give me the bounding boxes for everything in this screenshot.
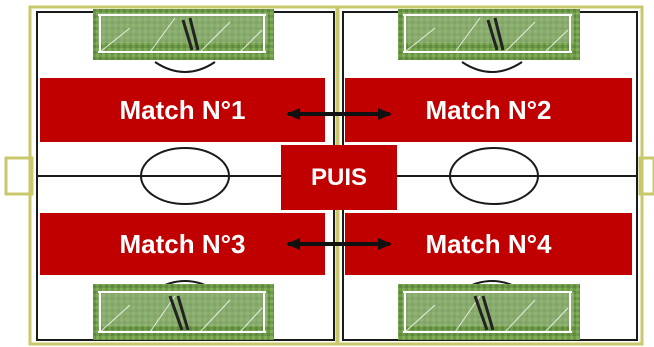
center-circle-left (140, 147, 230, 205)
match-3-label: Match N°3 (119, 228, 246, 259)
puis-box: PUIS (281, 145, 397, 210)
match-4-banner: Match N°4 (345, 213, 632, 275)
goal-net-icon (93, 284, 274, 340)
goal-net-icon (93, 9, 274, 60)
match-3-banner: Match N°3 (40, 213, 325, 275)
match-1-banner: Match N°1 (40, 78, 325, 142)
puis-label: PUIS (310, 163, 367, 191)
match-4-label: Match N°4 (425, 228, 552, 259)
side-goal-left (4, 156, 34, 196)
center-circle-right (449, 147, 539, 205)
penalty-arc-top-left (154, 61, 216, 73)
goal-net-icon (398, 9, 580, 60)
side-goal-right (638, 156, 654, 196)
match-1-label: Match N°1 (119, 94, 246, 125)
penalty-arc-top-right (461, 61, 523, 73)
match-2-label: Match N°2 (425, 94, 552, 125)
match-2-banner: Match N°2 (345, 78, 632, 142)
goal-net-icon (398, 284, 580, 340)
